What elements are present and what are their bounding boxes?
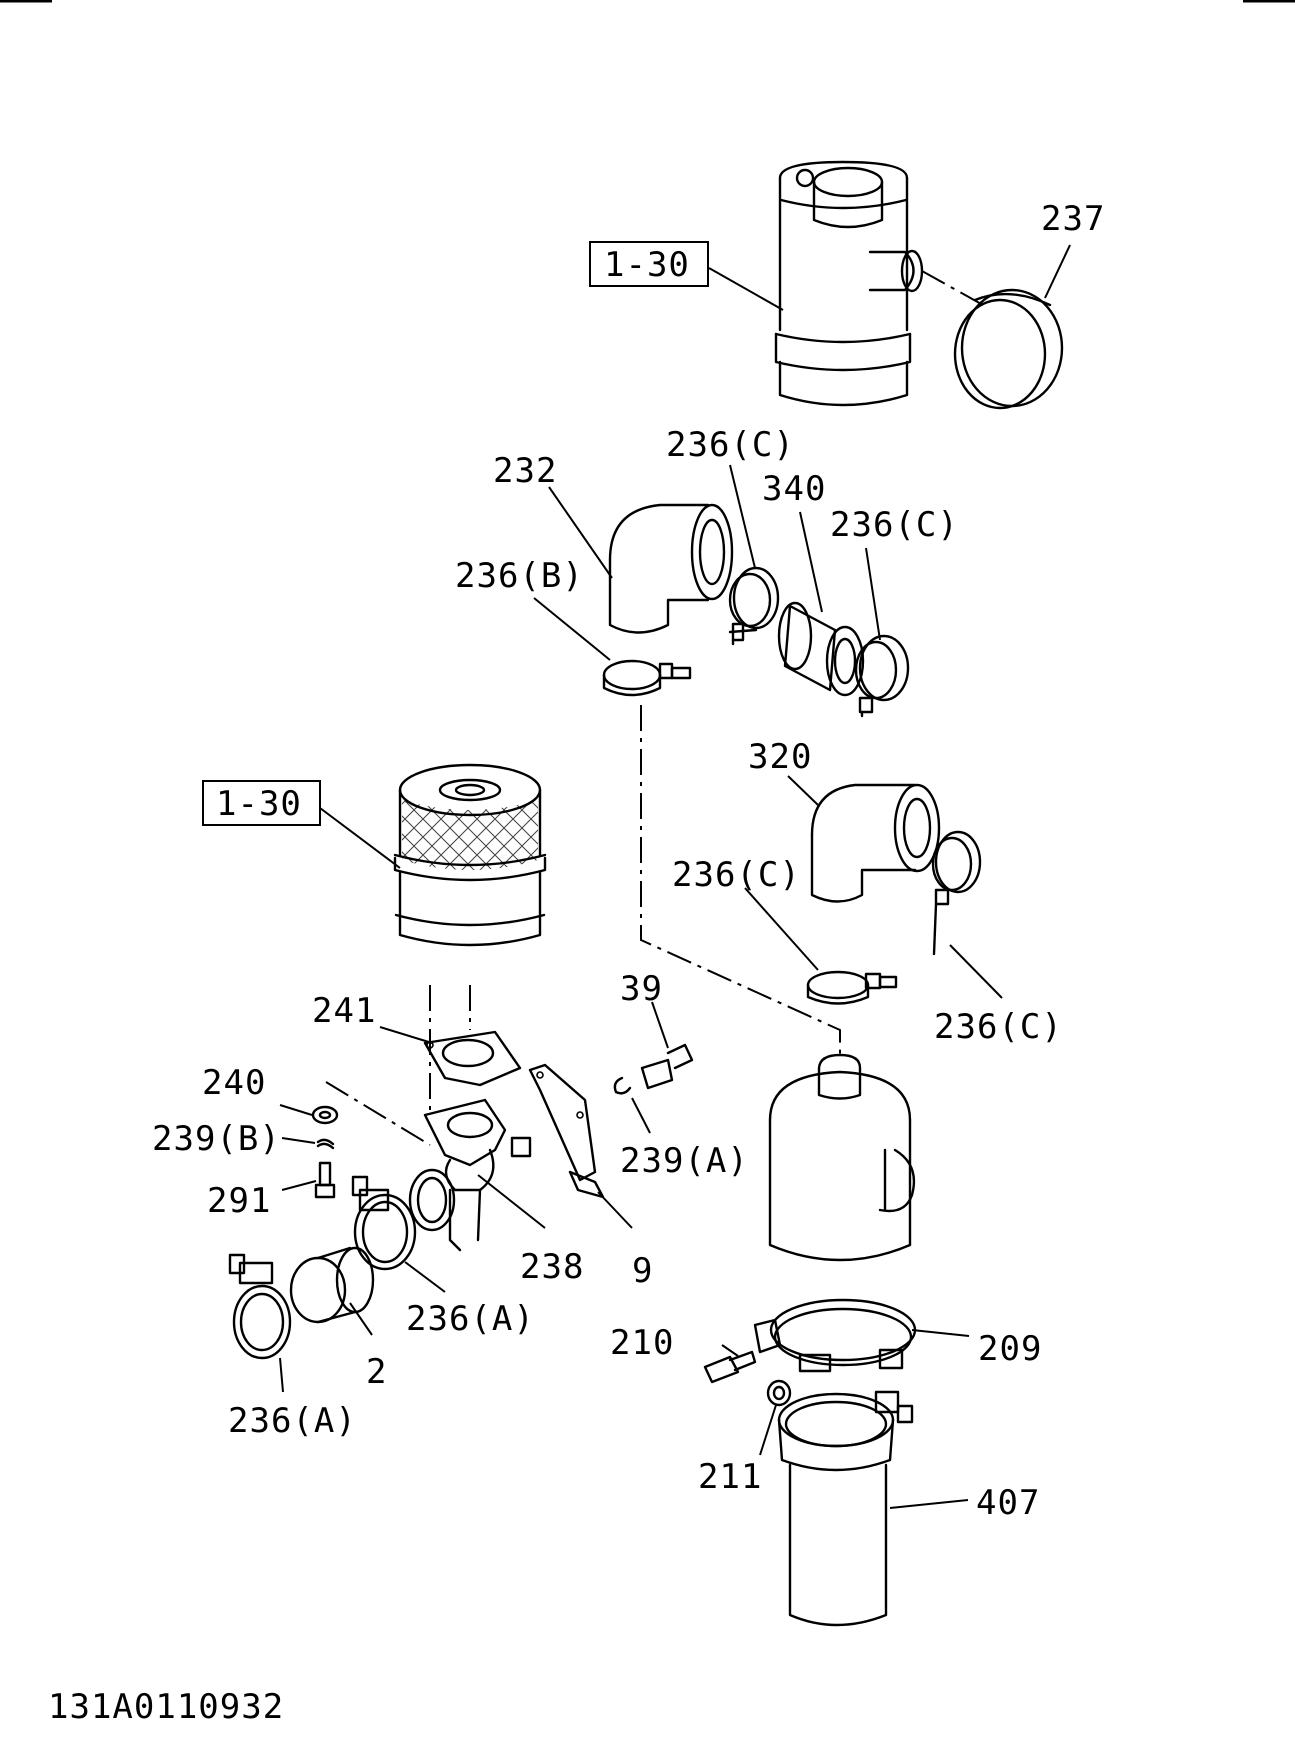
part-320-elbow (810, 783, 941, 903)
label-2: 2 (366, 1352, 387, 1392)
label-237: 237 (1041, 199, 1105, 239)
part-236c-clamp-2 (854, 634, 910, 718)
label-209: 209 (978, 1329, 1042, 1369)
assembly-centerlines-lower (325, 985, 471, 1146)
drawing-number: 131A0110932 (48, 1687, 284, 1727)
part-407-pipe (777, 1390, 914, 1627)
label-239a: 239(A) (620, 1141, 749, 1181)
label-210: 210 (610, 1323, 674, 1363)
reference-label-top: 1-30 (604, 245, 690, 285)
label-291: 291 (207, 1181, 271, 1221)
part-238-manifold (423, 1098, 532, 1252)
part-241-gasket (423, 1030, 522, 1087)
part-236c-clamp-1 (728, 566, 780, 646)
label-239b: 239(B) (152, 1119, 281, 1159)
label-236c-2: 236(C) (830, 505, 959, 545)
part-239b-washer (316, 1138, 335, 1150)
label-236c-4: 236(C) (934, 1007, 1063, 1047)
label-407: 407 (976, 1483, 1040, 1523)
label-236a-2: 236(A) (228, 1401, 357, 1441)
part-238-reducer (408, 1168, 456, 1232)
label-9: 9 (632, 1251, 653, 1291)
part-236c-clamp-4 (806, 970, 898, 1005)
part-210-bolt (703, 1350, 757, 1384)
part-2-hose (289, 1246, 375, 1324)
part-232-elbow (608, 503, 734, 634)
air-cleaner-housing-lower (768, 1053, 916, 1262)
part-240-washer (311, 1105, 339, 1125)
label-236b: 236(B) (455, 556, 584, 596)
air-cleaner-element (393, 763, 547, 947)
leader-lines (279, 244, 1071, 1509)
label-236c-1: 236(C) (666, 425, 795, 465)
reference-label-mid: 1-30 (216, 784, 302, 824)
label-340: 340 (762, 469, 826, 509)
part-39-bolt (640, 1043, 694, 1090)
part-209-band (753, 1298, 917, 1373)
label-240: 240 (202, 1063, 266, 1103)
label-39: 39 (620, 969, 663, 1009)
label-211: 211 (698, 1457, 762, 1497)
part-9-bracket (528, 1063, 605, 1199)
part-236a-clamp-2 (228, 1253, 292, 1360)
part-236a-clamp-1 (351, 1175, 417, 1271)
label-238: 238 (520, 1247, 584, 1287)
part-340-connector (777, 601, 865, 697)
label-241: 241 (312, 991, 376, 1031)
part-239a-ring (613, 1076, 632, 1095)
part-236b-clamp (602, 659, 692, 697)
label-236a-1: 236(A) (406, 1299, 535, 1339)
label-236c-3: 236(C) (672, 855, 801, 895)
part-236c-clamp-3 (931, 830, 982, 956)
assembly-centerline-1 (640, 705, 841, 1058)
part-291-bolt (314, 1161, 336, 1199)
air-cleaner-top (774, 160, 924, 407)
part-237-cap (953, 288, 1064, 410)
label-320: 320 (748, 737, 812, 777)
reference-box-top (589, 241, 709, 287)
reference-box-mid (202, 780, 321, 826)
part-211-nut (766, 1379, 792, 1407)
label-232: 232 (493, 451, 557, 491)
